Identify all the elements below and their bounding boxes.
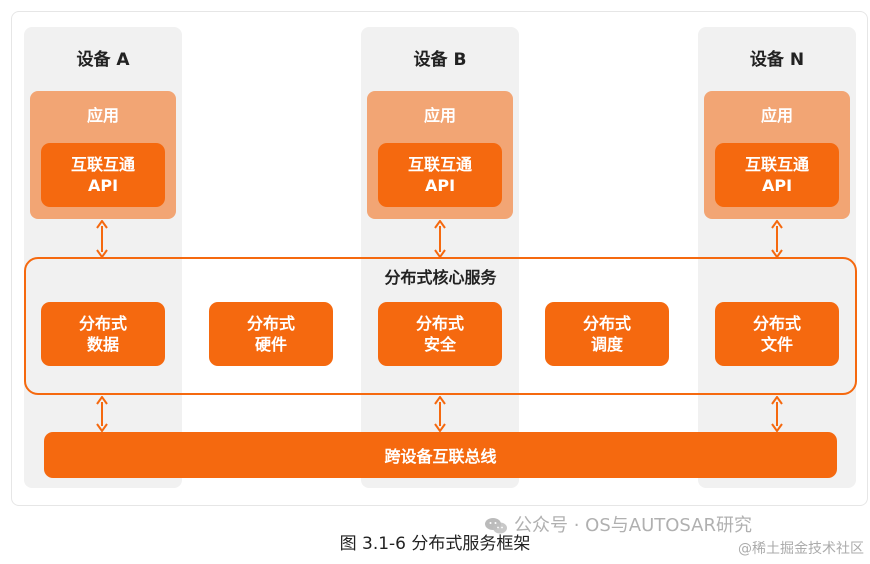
core-services-frame [24,257,857,395]
service-data-box: 分布式 数据 [41,302,165,366]
service-file-line1: 分布式 [752,314,801,333]
service-file-box: 分布式 文件 [715,302,839,366]
service-hardware-line1: 分布式 [246,314,295,333]
device-a-app-label: 应用 [86,106,119,125]
device-a-title: 设备 A [76,50,130,70]
device-b-api-line2: API [424,176,456,195]
device-n-app-label: 应用 [760,106,793,125]
service-data-line2: 数据 [86,335,119,354]
watermark: 公众号 · OS与AUTOSAR研究 [484,515,752,537]
device-b-api-line1: 互联互通 [407,155,472,174]
service-scheduling-box: 分布式 调度 [545,302,669,366]
service-scheduling-line2: 调度 [590,335,623,354]
service-scheduling-line1: 分布式 [582,314,631,333]
figure-caption: 图 3.1-6 分布式服务框架 [339,534,531,554]
device-a-api-line1: 互联互通 [70,155,135,174]
device-a-api-box: 互联互通 API [41,143,165,207]
service-security-line2: 安全 [423,335,456,354]
service-security-line1: 分布式 [415,314,464,333]
device-n-api-line1: 互联互通 [744,155,809,174]
service-hardware-box: 分布式 硬件 [209,302,333,366]
device-b-app-label: 应用 [423,106,456,125]
watermark-text: 公众号 · OS与AUTOSAR研究 [514,515,752,536]
watermark-site: @稀土掘金技术社区 [738,541,864,557]
arrow-n-top [771,220,783,258]
service-hardware-line2: 硬件 [254,335,287,354]
arrow-a-top [96,220,108,258]
device-n-title: 设备 N [749,50,805,70]
service-data-line1: 分布式 [78,314,127,333]
device-a-api-line2: API [87,176,119,195]
device-n-api-line2: API [761,176,793,195]
device-b-title: 设备 B [413,50,467,70]
wechat-icon [485,518,507,534]
bus-label: 跨设备互联总线 [384,447,497,466]
service-security-box: 分布式 安全 [378,302,502,366]
service-file-line2: 文件 [760,335,793,354]
device-n-api-box: 互联互通 API [715,143,839,207]
arrow-b-bottom [434,396,446,432]
arrow-n-bottom [771,396,783,432]
device-b-api-box: 互联互通 API [378,143,502,207]
arrow-a-bottom [96,396,108,432]
core-services-title: 分布式核心服务 [384,268,497,287]
cross-device-bus: 跨设备互联总线 [44,432,837,478]
arrow-b-top [434,220,446,258]
